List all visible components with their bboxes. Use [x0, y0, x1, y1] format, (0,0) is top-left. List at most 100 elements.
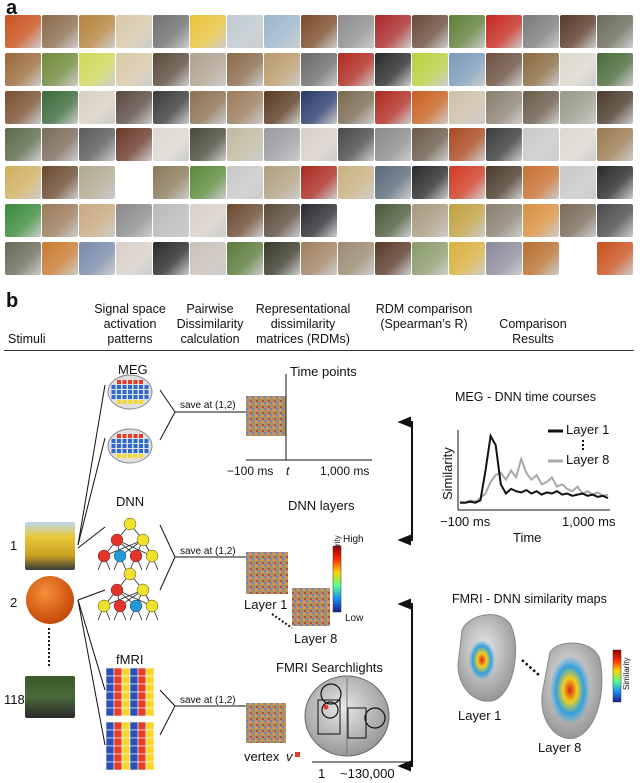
time-axis-start: −100 ms: [227, 464, 274, 478]
stimulus-thumbnail: [597, 15, 633, 48]
header-comparison-results: Comparison Results: [499, 317, 567, 346]
stimulus-thumbnail: [42, 52, 78, 86]
stimulus-thumbnail: [190, 52, 226, 86]
stimulus-thumbnail: [79, 52, 115, 86]
stimulus-orange-image: [26, 576, 74, 624]
panel-letter-a: a: [6, 0, 18, 19]
arrow-to-dnn-2: [77, 589, 106, 601]
stimulus-thumbnail: [486, 166, 522, 200]
arrow-to-meg-1: [77, 384, 106, 546]
stimulus-thumbnail: [412, 204, 448, 237]
timecourse-layer1: [460, 432, 609, 504]
timecourse-layer8: [459, 455, 609, 504]
dnn-network-1: [97, 517, 159, 571]
stimulus-thumbnail: [227, 204, 263, 237]
stimulus-thumbnail: [264, 90, 300, 124]
stimulus-thumbnail: [153, 241, 189, 275]
stimulus-thumbnail: [227, 52, 263, 86]
stimulus-thumbnail: [116, 241, 152, 275]
fmri-dnn-title: FMRI - DNN similarity maps: [452, 592, 607, 606]
stimulus-thumbnail: [523, 241, 559, 275]
arrow-to-meg-2: [77, 437, 106, 546]
stimulus-thumbnail: [375, 166, 411, 200]
stimulus-thumbnail: [5, 52, 41, 86]
stimulus-thumbnail: [486, 128, 522, 162]
dnn-label: DNN: [116, 494, 145, 509]
stimulus-thumbnail: [412, 166, 448, 200]
stimulus-thumbnail: [560, 204, 596, 237]
stimulus-thumbnail: [486, 15, 522, 48]
stimulus-thumbnail: [301, 128, 337, 162]
stimulus-thumbnail: [190, 15, 226, 48]
stimulus-thumbnail: [227, 241, 263, 275]
stimulus-thumbnail: [301, 166, 337, 200]
save-label-fmri: save at (1,2): [180, 695, 236, 706]
stimulus-thumbnail: [597, 52, 633, 86]
timecourse-plot: [457, 429, 610, 511]
stimulus-thumbnail: [227, 90, 263, 124]
stimulus-thumbnail: [449, 204, 485, 237]
stimulus-thumbnail: [5, 90, 41, 124]
stimulus-thumbnail: [153, 52, 189, 86]
save-label-meg: save at (1,2): [180, 400, 236, 411]
stimulus-thumbnail: [449, 128, 485, 162]
stimulus-image-grid: [5, 15, 635, 280]
stimulus-thumbnail: [42, 241, 78, 275]
dnn-layers-title: DNN layers: [288, 498, 355, 513]
stimulus-thumbnail: [338, 241, 374, 275]
rdm-dnn-layer8: [292, 588, 330, 626]
meg-head-1: [107, 374, 153, 410]
stimulus-thumbnail: [42, 15, 78, 48]
stimulus-thumbnail: [5, 241, 41, 275]
stimulus-bus-image: [25, 522, 75, 570]
timecourse-xlabel: Time: [513, 530, 542, 545]
similarity-map-layer8: [541, 642, 603, 739]
pairwise-brackets: [159, 389, 246, 736]
stimulus-thumbnail: [449, 90, 485, 124]
stimulus-thumbnail: [597, 204, 633, 237]
stimulus-thumbnail: [301, 15, 337, 48]
similarity-map-layer1: [457, 614, 517, 702]
stimulus-thumbnail: [79, 90, 115, 124]
stimulus-thumbnail: [338, 90, 374, 124]
vertex-label: vertex: [244, 749, 280, 764]
stimulus-label-1: 1: [10, 538, 18, 553]
stimulus-thumbnail: [597, 128, 633, 162]
stimulus-thumbnail: [560, 128, 596, 162]
stimulus-thumbnail: [153, 15, 189, 48]
legend-layer1: Layer 1: [566, 422, 610, 437]
panel-letter-b: b: [6, 290, 19, 312]
stimulus-thumbnail: [560, 15, 596, 48]
stimulus-thumbnail: [79, 15, 115, 48]
stimulus-thumbnail: [79, 204, 115, 237]
dnn-network-2: [97, 567, 159, 621]
stimulus-thumbnail: [560, 52, 596, 86]
stimulus-thumbnail: [375, 90, 411, 124]
arrow-to-fmri-1: [77, 599, 106, 691]
stimulus-thumbnail: [227, 166, 263, 200]
stimulus-thumbnail: [301, 90, 337, 124]
stimulus-thumbnail: [338, 15, 374, 48]
stimulus-thumbnail: [338, 128, 374, 162]
save-label-dnn: save at (1,2): [180, 546, 236, 557]
stimulus-label-118: 118: [4, 692, 25, 707]
time-points-title: Time points: [290, 364, 357, 379]
stimulus-thumbnail: [523, 90, 559, 124]
header-signal-space: Signal space activation patterns: [94, 302, 166, 346]
stimulus-thumbnail: [5, 166, 41, 200]
stimulus-thumbnail: [301, 204, 337, 237]
stimulus-fan-arrows: [77, 384, 106, 746]
stimulus-thumbnail: [486, 90, 522, 124]
stimulus-ellipsis: [48, 628, 50, 666]
stimulus-thumbnail: [5, 204, 41, 237]
stimulus-thumbnail: [42, 166, 78, 200]
stimulus-thumbnail: [190, 241, 226, 275]
timecourse-x0: −100 ms: [440, 514, 491, 529]
stimulus-thumbnail: [79, 241, 115, 275]
stimulus-thumbnail: [412, 90, 448, 124]
header-pairwise: Pairwise Dissimilarity calculation: [176, 302, 244, 346]
vertex-range-start: 1: [318, 766, 326, 781]
colorbar-high: High: [343, 534, 364, 545]
stimulus-thumbnail: [227, 15, 263, 48]
time-axis-t: t: [286, 464, 290, 478]
